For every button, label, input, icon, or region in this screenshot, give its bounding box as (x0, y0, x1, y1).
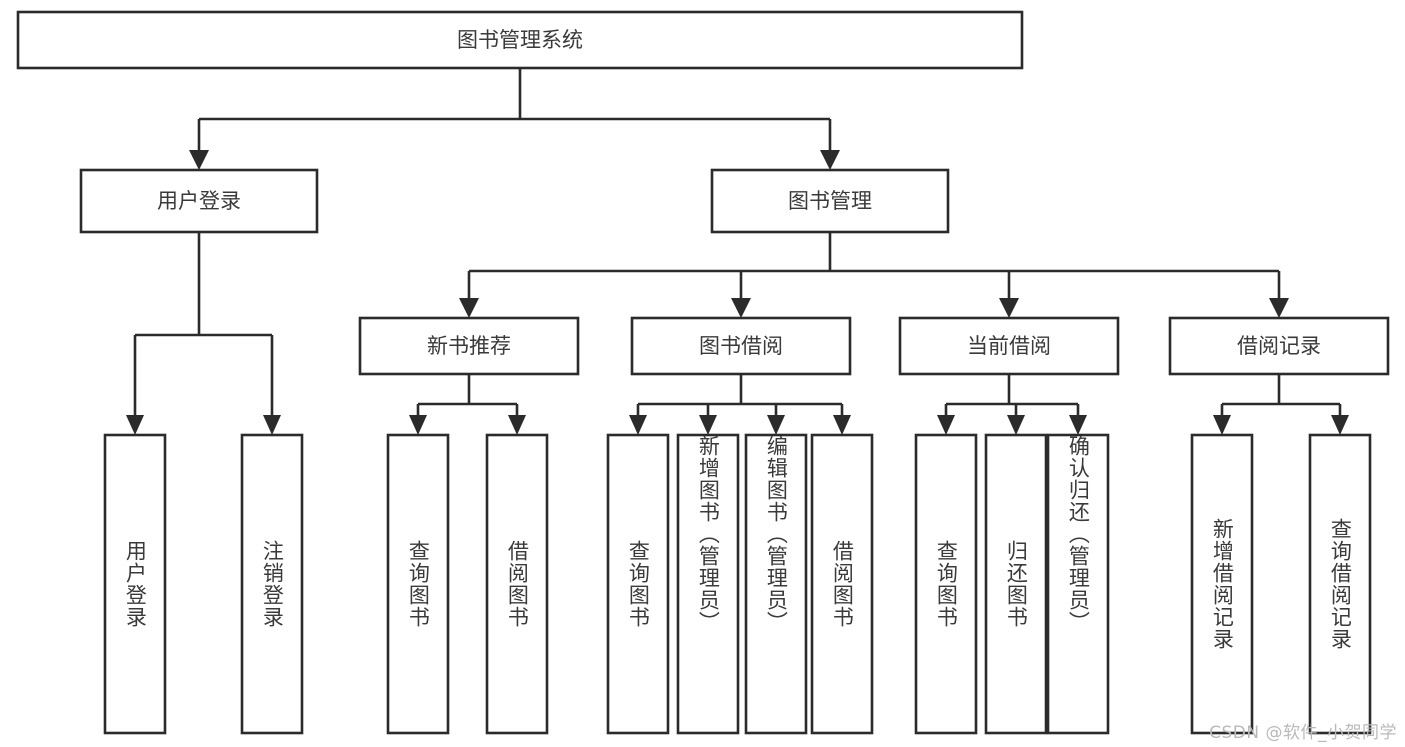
node-new-book-recommend-label: 新书推荐 (427, 334, 511, 358)
arrow-borrow-leaf-2 (699, 415, 717, 435)
connector-group-borrow (629, 374, 851, 435)
node-new-book-recommend[interactable]: 新书推荐 (358, 316, 580, 376)
node-current-borrow[interactable]: 当前借阅 (898, 316, 1120, 376)
leaf-box-return-book[interactable] (984, 433, 1048, 735)
node-book-management-label: 图书管理 (788, 189, 872, 213)
node-new-book-recommend-rect[interactable] (358, 316, 580, 376)
arrow-new-book-leaf-1 (409, 415, 427, 435)
leaf-box-query-book-new[interactable] (386, 433, 450, 735)
arrow-root-to-book-mgmt (820, 150, 840, 170)
node-root[interactable]: 图书管理系统 (16, 10, 1024, 70)
arrow-borrow-record-leaf-2 (1331, 415, 1349, 435)
node-user-login-label: 用户登录 (157, 189, 241, 213)
arrow-current-borrow-leaf-3 (1069, 415, 1087, 435)
arrow-borrow-leaf-3 (767, 415, 785, 435)
arrow-root-to-user-login (189, 150, 209, 170)
node-book-management[interactable]: 图书管理 (710, 168, 950, 234)
node-user-login-rect[interactable] (79, 168, 319, 234)
leaf-box-query-book-borrow[interactable] (606, 433, 670, 735)
leaf-box-query-book-current[interactable] (914, 433, 978, 735)
connector-group-root (189, 68, 840, 170)
connector-group-user-login (126, 232, 281, 435)
arrow-user-login-leaf-2 (263, 415, 281, 435)
node-user-login[interactable]: 用户登录 (79, 168, 319, 234)
leaf-box-query-borrow-record[interactable] (1308, 433, 1372, 735)
arrow-new-book-leaf-2 (508, 415, 526, 435)
leaf-box-user-login[interactable] (103, 433, 167, 735)
node-current-borrow-label: 当前借阅 (967, 334, 1051, 358)
arrow-user-login-leaf-1 (126, 415, 144, 435)
node-current-borrow-rect[interactable] (898, 316, 1120, 376)
node-book-borrow[interactable]: 图书借阅 (630, 316, 852, 376)
arrow-book-mgmt-child-4 (1269, 298, 1289, 318)
connector-group-borrow-record (1213, 374, 1349, 435)
leaf-box-confirm-return-admin[interactable] (1046, 433, 1110, 735)
leaf-box-logout[interactable] (240, 433, 304, 735)
node-borrow-record-label: 借阅记录 (1237, 334, 1321, 358)
arrow-borrow-leaf-1 (629, 415, 647, 435)
arrow-borrow-leaf-4 (833, 415, 851, 435)
leaf-box-add-borrow-record[interactable] (1190, 433, 1254, 735)
arrow-book-mgmt-child-3 (999, 298, 1019, 318)
node-borrow-record[interactable]: 借阅记录 (1168, 316, 1390, 376)
arrow-current-borrow-leaf-2 (1007, 415, 1025, 435)
leaf-box-borrow-book[interactable] (810, 433, 874, 735)
connector-group-book-mgmt (459, 232, 1289, 318)
node-book-borrow-label: 图书借阅 (699, 334, 783, 358)
leaf-box-add-book-admin[interactable] (676, 433, 740, 735)
arrow-current-borrow-leaf-1 (937, 415, 955, 435)
leaf-box-borrow-book-new[interactable] (485, 433, 549, 735)
node-book-borrow-rect[interactable] (630, 316, 852, 376)
node-root-rect[interactable] (16, 10, 1024, 70)
arrow-book-mgmt-child-1 (459, 298, 479, 318)
node-borrow-record-rect[interactable] (1168, 316, 1390, 376)
leaf-box-edit-book-admin[interactable] (744, 433, 808, 735)
connector-group-current-borrow (937, 374, 1087, 435)
connector-group-new-book (409, 374, 526, 435)
arrow-book-mgmt-child-2 (731, 298, 751, 318)
node-root-label: 图书管理系统 (457, 28, 583, 52)
arrow-borrow-record-leaf-1 (1213, 415, 1231, 435)
node-book-management-rect[interactable] (710, 168, 950, 234)
